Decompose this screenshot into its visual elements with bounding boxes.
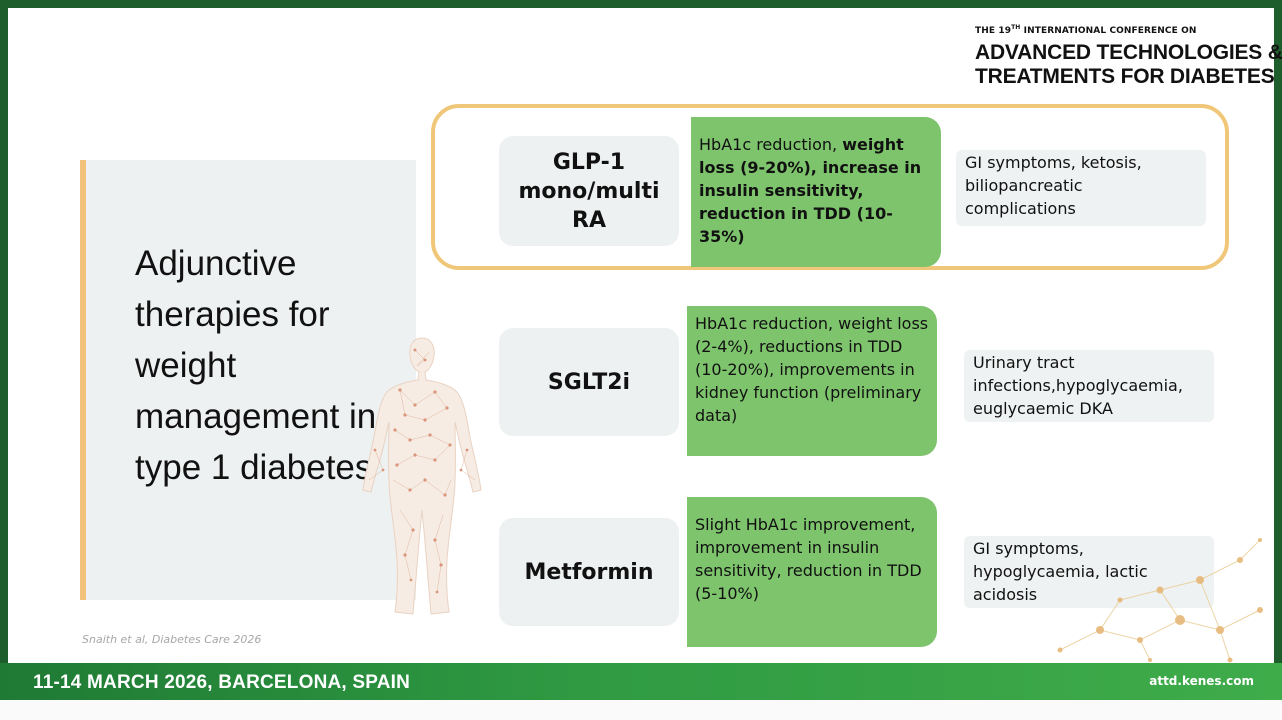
slide-title: Adjunctive therapies for weight manageme… [135,244,377,487]
bottom-strip [0,700,1282,720]
benefits-plain-text: Slight HbA1c improvement, improvement in… [695,515,922,603]
therapy-risks-metformin: GI symptoms, hypoglycaemia, lactic acido… [964,536,1214,608]
therapy-benefits-glp1: HbA1c reduction, weight loss (9-20%), in… [691,117,941,267]
molecule-network-decoration [1057,538,1263,663]
risks-text: GI symptoms, ketosis, biliopancreatic co… [965,153,1142,218]
risks-text: Urinary tract infections,hypoglycaemia, … [973,353,1183,418]
footer-website: attd.kenes.com [1149,674,1254,688]
benefits-bold-text: weight loss (9-20%), increase in insulin… [699,135,922,246]
therapy-risks-glp1: GI symptoms, ketosis, biliopancreatic co… [956,150,1206,226]
conference-title-line2: TREATMENTS FOR DIABETES [975,65,1275,88]
therapy-risks-sglt2i: Urinary tract infections,hypoglycaemia, … [964,350,1214,422]
therapy-name-metformin: Metformin [499,518,679,626]
therapy-name-sglt2i: SGLT2i [499,328,679,436]
therapy-name-glp1: GLP-1 mono/multi RA [499,136,679,246]
top-frame-border [0,0,1282,8]
citation: Snaith et al, Diabetes Care 2026 [82,633,262,646]
highlight-frame [431,104,1229,270]
benefits-plain-text: HbA1c reduction, [699,135,843,154]
right-frame-border [1274,0,1282,720]
footer-bar: 11-14 MARCH 2026, BARCELONA, SPAIN attd.… [0,663,1282,700]
risks-text: GI symptoms, hypoglycaemia, lactic acido… [973,539,1148,604]
therapy-name-label: GLP-1 mono/multi RA [518,149,660,233]
conference-title-line1: ADVANCED TECHNOLOGIES & [975,41,1282,64]
therapy-benefits-sglt2i: HbA1c reduction, weight loss (2-4%), red… [687,306,937,456]
therapy-name-label: Metformin [524,559,654,585]
left-frame-border [0,0,8,720]
conference-edition-label: THE 19TH INTERNATIONAL CONFERENCE ON [975,24,1197,36]
therapy-name-label: SGLT2i [547,369,631,395]
footer-dates-location: 11-14 MARCH 2026, BARCELONA, SPAIN [33,672,411,693]
title-accent-bar [80,160,86,600]
benefits-plain-text: HbA1c reduction, weight loss (2-4%), red… [695,314,929,425]
human-body-network-illustration [362,337,482,615]
title-panel [80,160,416,600]
therapy-benefits-metformin: Slight HbA1c improvement, improvement in… [687,497,937,647]
